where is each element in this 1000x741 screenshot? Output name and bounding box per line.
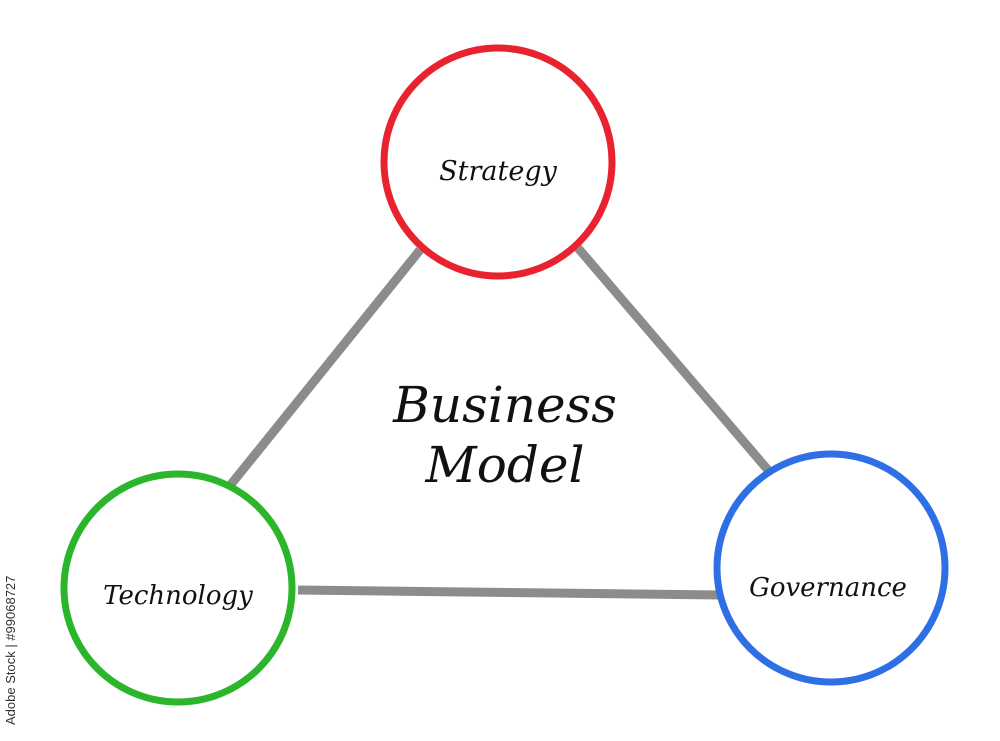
node-strategy-label: Strategy: [439, 156, 557, 187]
node-technology-label: Technology: [103, 581, 253, 611]
node-governance-label: Governance: [749, 573, 907, 603]
node-technology-circle: [60, 470, 296, 706]
stock-watermark-text: Adobe Stock | #99068727: [3, 575, 18, 725]
node-strategy-circle: [380, 44, 616, 280]
center-title-line1: Business: [392, 376, 617, 434]
node-governance: Governance: [713, 450, 949, 686]
connector-strategy-governance: [574, 245, 772, 473]
center-title-line2: Model: [425, 436, 585, 494]
connector-strategy-technology: [224, 247, 424, 491]
node-strategy: Strategy: [380, 44, 616, 280]
connector-technology-governance: [297, 585, 721, 600]
node-governance-circle: [713, 450, 949, 686]
node-technology: Technology: [60, 470, 296, 706]
